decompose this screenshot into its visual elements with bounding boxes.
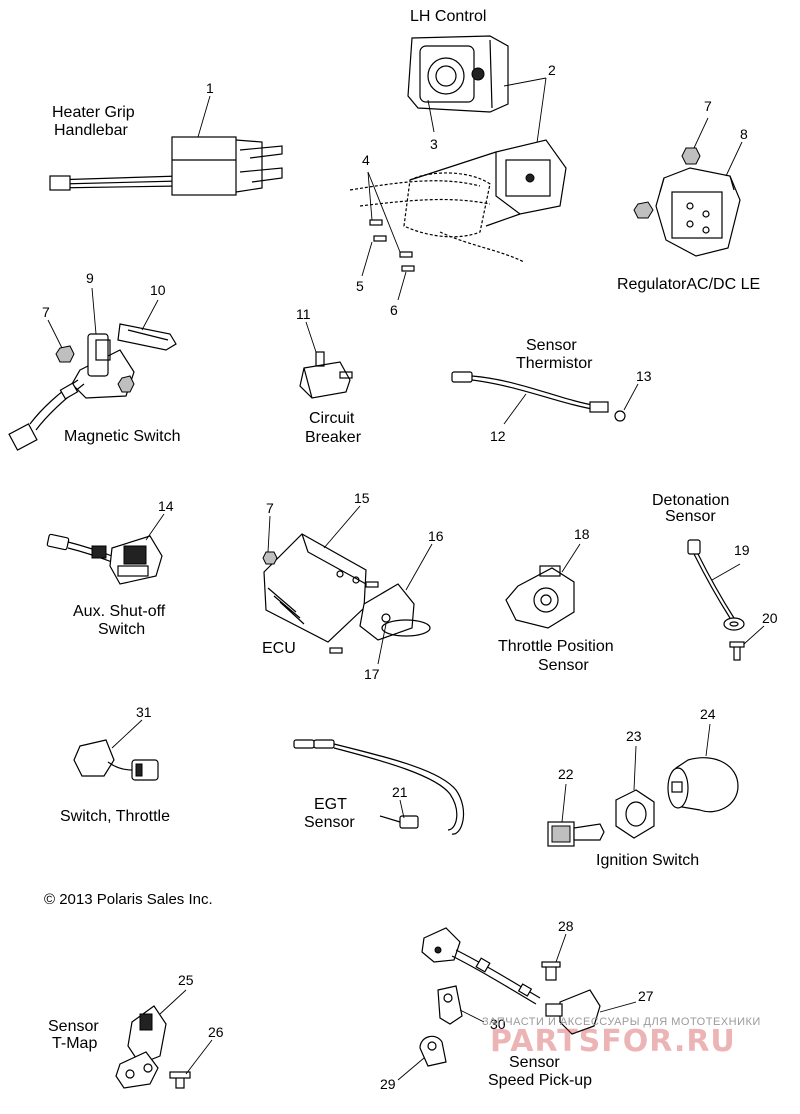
callout-20: 20: [762, 610, 778, 626]
tmap-sensor-label: Sensor: [48, 1018, 99, 1035]
circuit-breaker: [299, 351, 353, 399]
screws: [369, 219, 415, 272]
speed-pickup-label: Speed Pick-up: [488, 1072, 593, 1089]
watermark-text: ЗАПЧАСТИ И АКСЕССУАРЫ ДЛЯ МОТОТЕХНИКИ: [482, 1016, 761, 1028]
callout-7-regulator: 7: [704, 98, 712, 114]
callout-8: 8: [740, 126, 748, 142]
detonation-sensor: [687, 539, 745, 661]
thermistor-sensor-label: Sensor: [526, 337, 577, 354]
callout-16: 16: [428, 528, 444, 544]
speed-sensor-label: Sensor: [509, 1054, 560, 1071]
tmap-sensor: [115, 1005, 191, 1089]
callout-7-magnetic: 7: [42, 304, 50, 320]
callout-17: 17: [364, 666, 380, 682]
tps-label: Throttle Position: [498, 638, 614, 655]
heater-grip-label: Heater Grip: [52, 104, 135, 121]
ignition-switch-body: [667, 757, 739, 813]
magnetic-switch: [8, 323, 177, 451]
breaker-label: Breaker: [305, 429, 362, 446]
lh-control-housing: [407, 35, 509, 113]
egt-sensor: [293, 739, 465, 835]
callout-30: 30: [490, 1016, 506, 1032]
callout-6: 6: [390, 302, 398, 318]
lh-control-label: LH Control: [410, 8, 487, 25]
callout-24: 24: [700, 706, 716, 722]
callout-18: 18: [574, 526, 590, 542]
throttle-switch-label: Switch, Throttle: [60, 808, 170, 825]
callout-26: 26: [208, 1024, 224, 1040]
magnetic-switch-label: Magnetic Switch: [64, 428, 181, 445]
callout-15: 15: [354, 490, 370, 506]
detonation-sensor-label: Sensor: [665, 508, 716, 525]
egt-label: EGT: [314, 796, 347, 813]
aux-shutoff-switch: [46, 533, 163, 585]
callout-5: 5: [356, 278, 364, 294]
regulator: [633, 147, 741, 257]
callout-27: 27: [638, 988, 654, 1004]
callout-23: 23: [626, 728, 642, 744]
callout-14: 14: [158, 498, 174, 514]
thermistor-label: Thermistor: [516, 355, 593, 372]
throttle-switch: [73, 739, 159, 781]
sensor-thermistor: [451, 371, 626, 422]
ecu: [262, 533, 431, 654]
lh-control-assembly: [349, 139, 567, 263]
callout-1: 1: [206, 80, 214, 96]
callout-12: 12: [490, 428, 506, 444]
throttle-position-sensor: [505, 565, 575, 629]
handlebar-label: Handlebar: [54, 122, 128, 139]
callout-4: 4: [362, 152, 370, 168]
ignition-nut: [615, 789, 655, 839]
callout-9: 9: [86, 270, 94, 286]
ecu-label: ECU: [262, 640, 296, 657]
callout-2: 2: [548, 62, 556, 78]
tps-sensor-label: Sensor: [538, 657, 589, 674]
callout-29: 29: [380, 1076, 396, 1092]
callout-7-ecu: 7: [266, 500, 274, 516]
callout-28: 28: [558, 918, 574, 934]
heater-grip-harness: [49, 136, 283, 196]
tmap-label: T-Map: [52, 1035, 98, 1052]
callout-25: 25: [178, 972, 194, 988]
regulator-label: RegulatorAC/DC LE: [617, 276, 761, 293]
ignition-switch-label: Ignition Switch: [596, 852, 700, 869]
circuit-label: Circuit: [309, 410, 355, 427]
detonation-label: Detonation: [652, 492, 730, 509]
callout-3: 3: [430, 136, 438, 152]
copyright-text: © 2013 Polaris Sales Inc.: [44, 891, 213, 908]
watermark-logo: PARTSFOR.RU: [490, 1024, 736, 1059]
egt-sensor-label: Sensor: [304, 814, 355, 831]
ignition-key: [547, 821, 605, 847]
speed-sensor-clip: [419, 985, 463, 1067]
callout-22: 22: [558, 766, 574, 782]
aux-switch-label: Switch: [98, 621, 146, 638]
callout-11: 11: [296, 306, 311, 322]
callout-13: 13: [636, 368, 652, 384]
callout-31: 31: [136, 704, 152, 720]
aux-shutoff-label: Aux. Shut-off: [73, 603, 166, 620]
callout-19: 19: [734, 542, 750, 558]
speed-sensor: [421, 927, 601, 1035]
callout-10: 10: [150, 282, 166, 298]
callout-21: 21: [392, 784, 408, 800]
